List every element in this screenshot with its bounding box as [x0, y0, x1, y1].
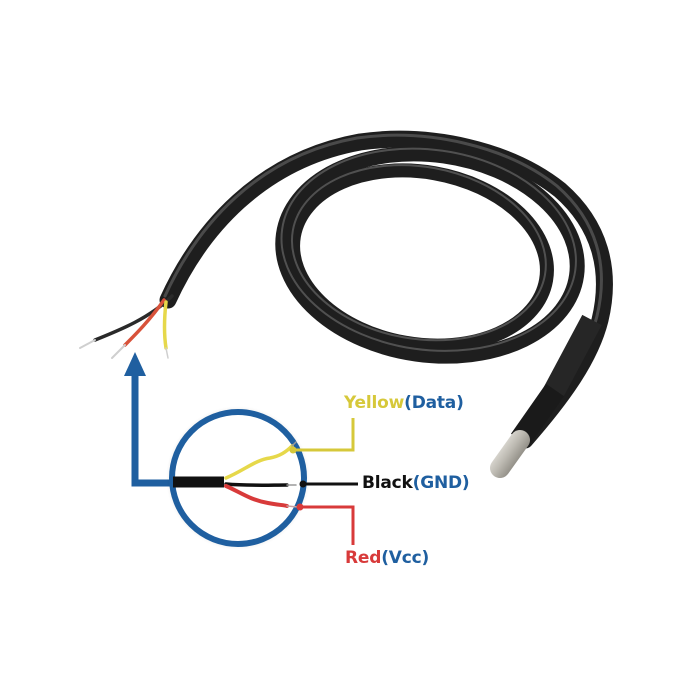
wire-color-black: Black	[362, 473, 413, 493]
wire-function-gnd: (GND)	[412, 473, 470, 493]
label-yellow-data: Yellow(Data)	[344, 393, 464, 413]
cable-coil	[159, 130, 613, 449]
magnifier-circle	[169, 409, 307, 547]
wire-function-vcc: (Vcc)	[381, 548, 430, 568]
callout-arrow	[131, 372, 175, 487]
temperature-probe	[490, 314, 602, 478]
label-black-gnd: Black(GND)	[362, 473, 470, 493]
label-red-vcc: Red(Vcc)	[345, 548, 429, 568]
leader-lines	[293, 418, 358, 545]
magnified-wires	[173, 441, 299, 508]
wire-color-yellow: Yellow	[344, 393, 405, 413]
wire-function-data: (Data)	[404, 393, 464, 413]
stripped-wire-end	[79, 294, 174, 359]
arrow-head-icon	[124, 352, 146, 376]
wire-color-red: Red	[345, 548, 382, 568]
